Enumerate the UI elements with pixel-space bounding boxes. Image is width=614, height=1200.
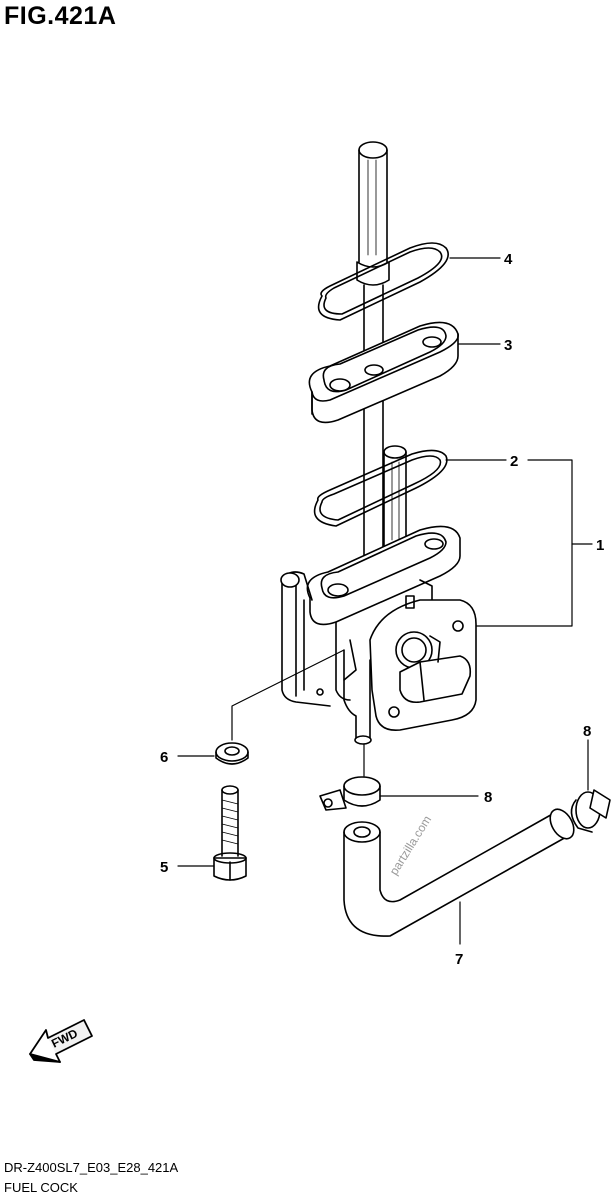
callout-4: 4 [504, 251, 513, 268]
hose-clamp-right [570, 789, 611, 833]
washer [215, 742, 249, 765]
fuel-cock-body [280, 525, 477, 745]
watermark: partzilla.com [387, 813, 435, 878]
gasket-plate-upper [308, 321, 459, 424]
reserve-tube [383, 445, 407, 546]
callout-3: 3 [504, 337, 512, 354]
strainer-tube [356, 141, 390, 576]
model-code: DR-Z400SL7_E03_E28_421A [4, 1160, 179, 1175]
callout-8-left: 8 [484, 789, 492, 806]
part-name: FUEL COCK [4, 1180, 78, 1195]
callout-1: 1 [596, 537, 604, 554]
callout-5: 5 [160, 859, 168, 876]
fuel-hose [343, 808, 575, 937]
leader-lines [177, 257, 593, 945]
figure-title: FIG.421A [4, 2, 117, 30]
o-ring-upper [317, 242, 449, 321]
callout-7: 7 [455, 951, 463, 968]
hose-clamp-left [319, 776, 381, 811]
bolt [213, 785, 247, 881]
fwd-arrow-icon: FWD [29, 1019, 93, 1063]
callout-2: 2 [510, 453, 518, 470]
o-ring-lower [313, 449, 448, 527]
callout-6: 6 [160, 749, 168, 766]
callout-8-right: 8 [583, 723, 591, 740]
